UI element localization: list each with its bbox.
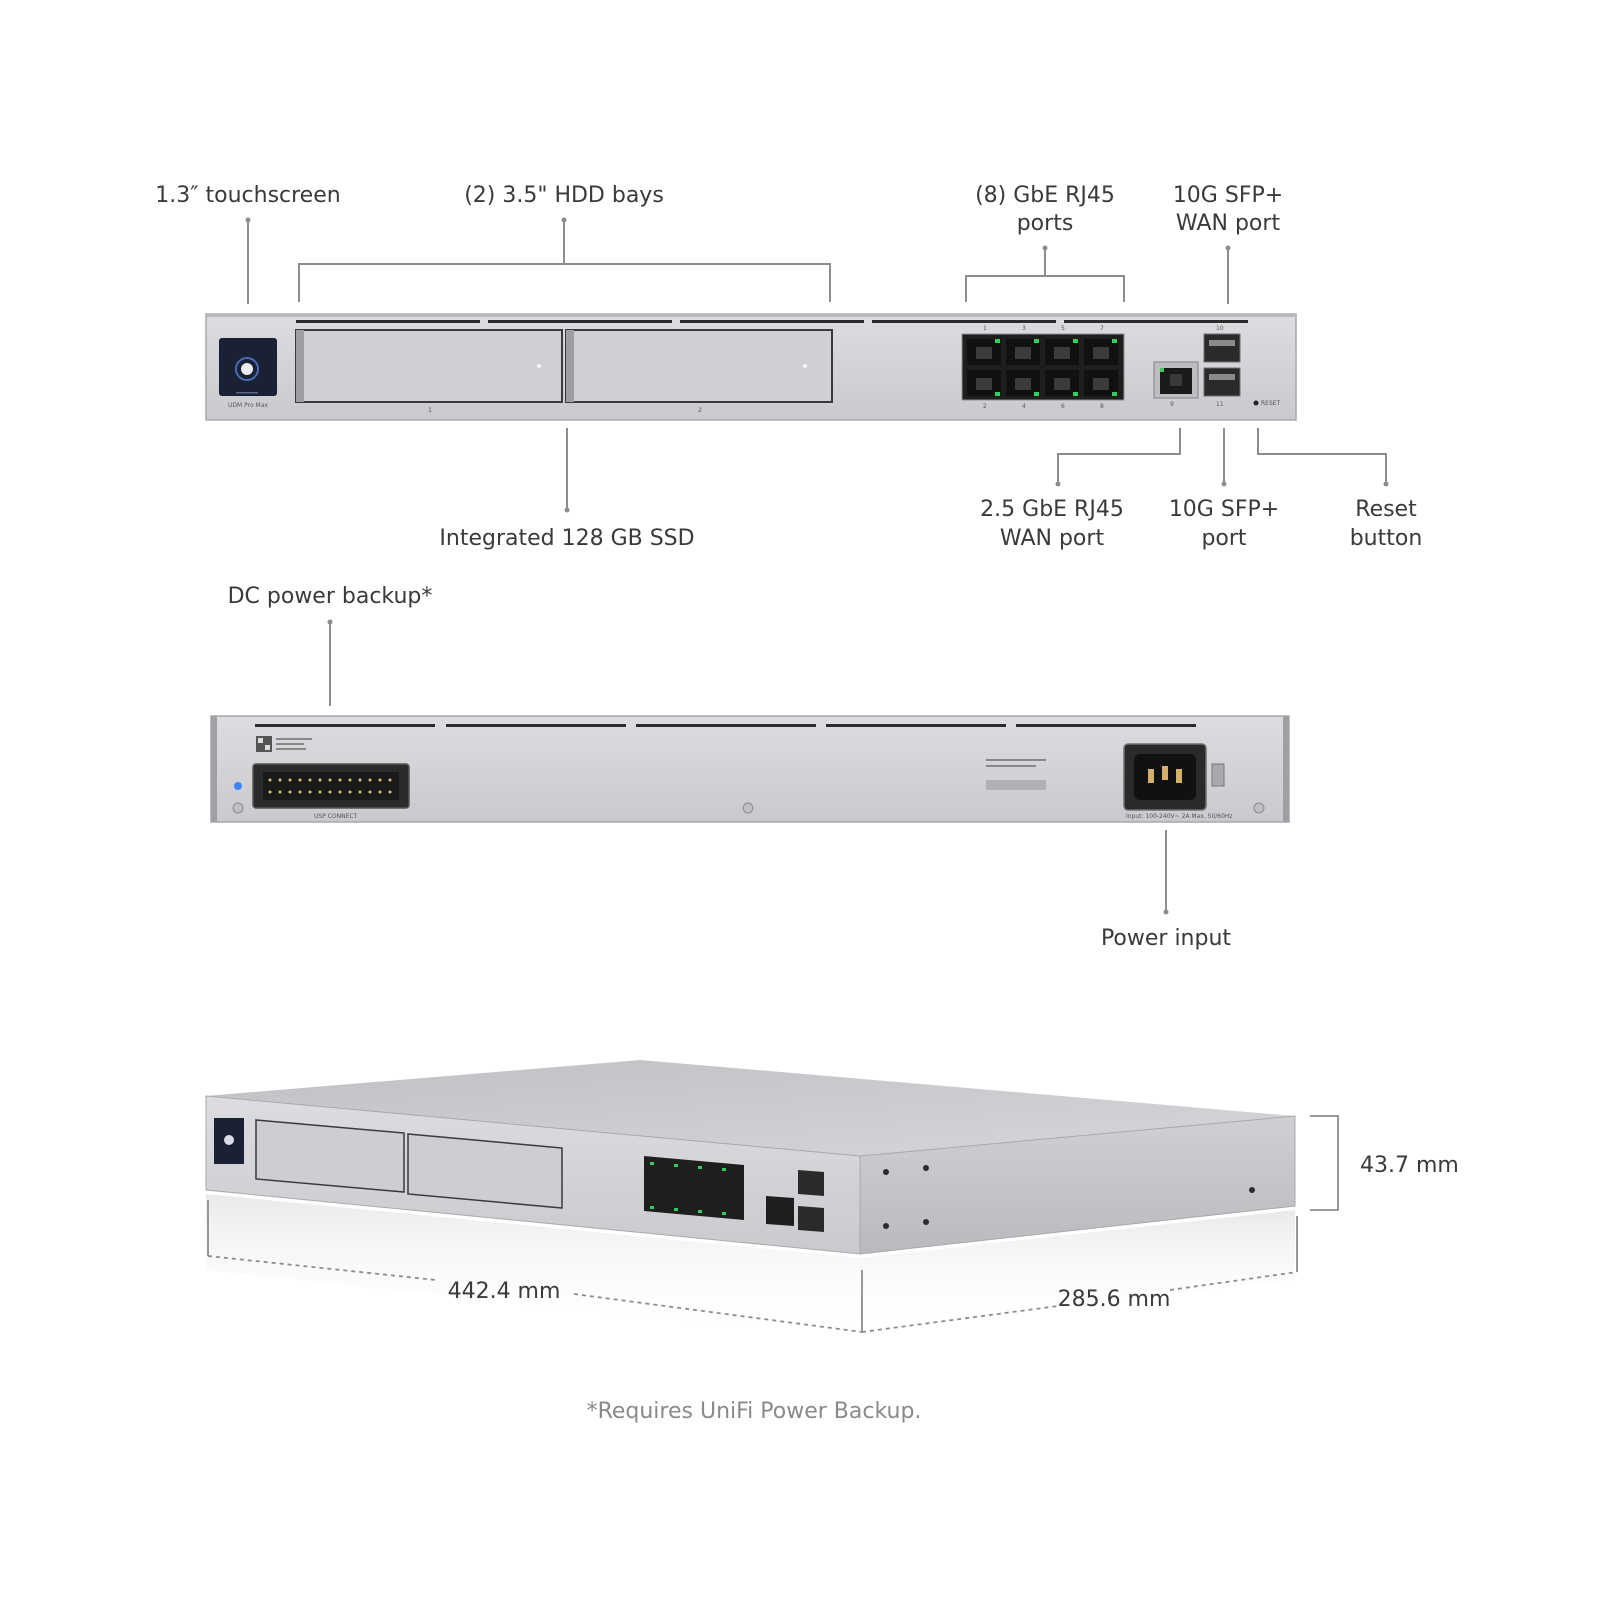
power-input-label: Power input [1101,926,1231,951]
dc-pin [348,790,352,794]
sfp-port-label-line1: 10G SFP+ [1169,497,1279,522]
rj45-port[interactable] [1006,370,1040,396]
dc-pin [298,790,302,794]
bay-number-2: 2 [698,407,702,414]
sfp-number-10: 10 [1216,325,1224,332]
touchscreen-label: 1.3″ touchscreen [155,183,340,208]
dc-pin [288,778,292,782]
port-number-3: 3 [1022,325,1026,332]
ssd-label: Integrated 128 GB SSD [439,526,694,551]
power-rating-label: Input: 100-240V~ 2A Max. 50/60Hz [1126,813,1233,820]
rj45-port[interactable] [1045,370,1079,396]
dc-pin [368,778,372,782]
front-view: 1.3″ touchscreen (2) 3.5" HDD bays (8) G… [155,183,1422,551]
dc-pin [338,790,342,794]
dc-power-label: DC power backup* [228,584,433,609]
dc-pin [378,790,382,794]
dc-pin [358,790,362,794]
width-dimension: 442.4 mm [448,1279,561,1304]
dc-pin [358,778,362,782]
reset-button[interactable] [1253,400,1259,406]
rj45-port[interactable] [1045,339,1079,365]
dc-pin [348,778,352,782]
wan25-label-line1: 2.5 GbE RJ45 [980,497,1124,522]
height-dimension: 43.7 mm [1360,1153,1459,1178]
dc-pin [368,790,372,794]
rj45-ports-label-line1: (8) GbE RJ45 [975,183,1115,208]
port-number-8: 8 [1100,403,1104,410]
sfp-wan-label-line2: WAN port [1176,211,1281,236]
bay-number-1: 1 [428,407,432,414]
footnote: *Requires UniFi Power Backup. [587,1399,922,1424]
rear-leader-top [327,619,333,706]
port-number-7: 7 [1100,325,1104,332]
hdd-bay-1[interactable] [295,329,563,403]
depth-dimension: 285.6 mm [1058,1287,1171,1312]
wan-2-5g-port[interactable] [1153,361,1199,399]
dc-pin [318,778,322,782]
sfp-port-label-line2: port [1201,526,1246,551]
dc-pin [298,778,302,782]
reset-text: RESET [1261,400,1281,407]
sfp-port-cage[interactable] [1203,367,1241,397]
dc-pin [278,790,282,794]
ac-power-inlet[interactable] [1123,743,1207,811]
dc-pin [338,778,342,782]
dc-pin [378,778,382,782]
perspective-view: 43.7 mm 442.4 mm 285.6 mm [205,1060,1459,1340]
rear-view: DC power backup* [210,584,1290,951]
dc-connector-label: USP CONNECT [314,813,358,820]
hdd-bays-label: (2) 3.5" HDD bays [464,183,664,208]
dc-pin [388,778,392,782]
dc-pin [388,790,392,794]
dc-pin [308,778,312,782]
wan25-label-line2: WAN port [1000,526,1105,551]
dc-pin [318,790,322,794]
hdd-bay-2[interactable] [565,329,833,403]
reset-label-line2: button [1350,526,1423,551]
dc-pin [268,790,272,794]
dc-pin [268,778,272,782]
port-number-5: 5 [1061,325,1065,332]
port-number-2: 2 [983,403,987,410]
rj45-port[interactable] [967,339,1001,365]
wan-port-number: 9 [1170,401,1174,408]
port-number-4: 4 [1022,403,1026,410]
rj45-port[interactable] [1084,339,1118,365]
rj45-port[interactable] [967,370,1001,396]
reset-label-line1: Reset [1355,497,1417,522]
model-label: UDM Pro Max [228,402,268,409]
front-leader-lines [245,217,1231,304]
touchscreen[interactable] [219,338,277,396]
rj45-ports [967,339,1118,396]
dc-pin [278,778,282,782]
dc-pin [328,790,332,794]
rj45-port[interactable] [1006,339,1040,365]
rj45-ports-label-line2: ports [1017,211,1074,236]
rj45-port[interactable] [1084,370,1118,396]
sfp-wan-label-line1: 10G SFP+ [1173,183,1283,208]
dc-power-connector[interactable] [252,763,410,809]
sfp-number-11: 11 [1216,401,1224,408]
dc-pin [328,778,332,782]
sfp-wan-cage[interactable] [1203,333,1241,363]
dc-pin [308,790,312,794]
dimension-lines [207,1115,1339,1333]
port-number-6: 6 [1061,403,1065,410]
front-bottom-leader-lines [564,428,1389,513]
rear-leader-bottom [1163,830,1169,915]
dc-pin [288,790,292,794]
port-number-1: 1 [983,325,987,332]
